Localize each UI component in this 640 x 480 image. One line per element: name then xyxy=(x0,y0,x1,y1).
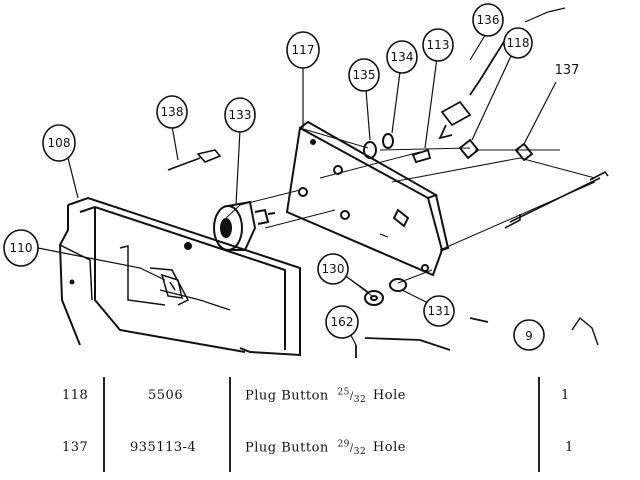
callout-108: 108 xyxy=(42,124,76,162)
plug-button-part-118 xyxy=(458,138,480,160)
callout-label-110: 110 xyxy=(10,241,33,255)
plug-button-part-137 xyxy=(514,142,534,162)
callout-label-138: 138 xyxy=(161,105,184,119)
column-divider xyxy=(229,377,231,472)
table-row: 137 935113-4 Plug Button 29/32 Hole 1 xyxy=(0,430,640,470)
column-divider xyxy=(103,377,105,472)
callout-label-113: 113 xyxy=(427,38,450,52)
callout-label-133: 133 xyxy=(229,108,252,122)
callout-label-118: 118 xyxy=(507,36,530,50)
hook-sketch-part-9 xyxy=(571,316,599,346)
callout-162: 162 xyxy=(325,305,359,339)
control-rod xyxy=(504,170,609,229)
callout-label-9: 9 xyxy=(525,329,533,343)
callout-label-108: 108 xyxy=(48,136,71,150)
callout-138: 138 xyxy=(156,95,188,129)
wire-top-right xyxy=(524,7,566,23)
callout-label-134: 134 xyxy=(391,50,414,64)
ref-number-cell: 137 xyxy=(62,440,89,455)
callout-133: 133 xyxy=(224,97,256,133)
lower-frame-part-162 xyxy=(355,317,489,358)
hole-label: Hole xyxy=(372,440,406,456)
description-text: Plug Button xyxy=(245,440,329,456)
callout-label-135: 135 xyxy=(353,68,376,82)
ref-number-cell: 118 xyxy=(62,388,89,403)
parts-list-table: 118 5506 Plug Button 25/32 Hole 1 137 93… xyxy=(0,360,640,480)
callout-leaders xyxy=(37,31,557,346)
table-row: 118 5506 Plug Button 25/32 Hole 1 xyxy=(0,378,640,418)
fraction-numerator: 29 xyxy=(337,440,350,450)
fraction-denominator: 32 xyxy=(353,447,367,458)
lock-part-136 xyxy=(438,39,506,140)
knob-part-133 xyxy=(213,200,276,251)
callout-134: 134 xyxy=(386,40,418,74)
callout-131: 131 xyxy=(423,295,455,327)
callout-110: 110 xyxy=(3,229,39,267)
washer-part-130 xyxy=(364,290,384,306)
housing-part-108 xyxy=(58,196,301,357)
callout-label-117: 117 xyxy=(292,43,315,57)
column-divider xyxy=(538,377,540,472)
callout-117: 117 xyxy=(286,31,320,69)
washer-part-131 xyxy=(389,278,407,292)
part-number-cell: 935113-4 xyxy=(130,440,197,455)
quantity-cell: 1 xyxy=(561,388,570,403)
mounting-plate-117 xyxy=(285,120,450,277)
washer-part-135 xyxy=(363,141,377,159)
callout-136: 136 xyxy=(472,3,504,37)
description-cell: Plug Button 29/32 Hole xyxy=(245,440,406,457)
callout-137: 137 xyxy=(555,63,580,78)
screw-part-113 xyxy=(411,148,432,164)
assembly-guide-lines xyxy=(225,127,596,297)
callout-113: 113 xyxy=(422,28,454,62)
hole-size-fraction: 25/32 xyxy=(337,388,367,406)
callout-label-131: 131 xyxy=(428,304,451,318)
fraction-numerator: 25 xyxy=(337,388,350,398)
callout-label-137: 137 xyxy=(555,63,580,78)
hole-size-fraction: 29/32 xyxy=(337,440,367,458)
callout-label-136: 136 xyxy=(477,13,500,27)
washer-part-134 xyxy=(382,133,394,149)
quantity-cell: 1 xyxy=(565,440,574,455)
callout-label-130: 130 xyxy=(322,262,345,276)
screw-part-138 xyxy=(167,149,222,171)
exploded-parts-diagram: 108 110 138 133 117 135 134 113 136 118 … xyxy=(3,3,609,358)
fraction-denominator: 32 xyxy=(353,395,367,406)
part-number-cell: 5506 xyxy=(148,388,184,403)
description-text: Plug Button xyxy=(245,388,329,404)
callout-130: 130 xyxy=(317,253,349,285)
callout-118: 118 xyxy=(503,27,533,59)
hole-label: Hole xyxy=(372,388,406,404)
callout-label-162: 162 xyxy=(331,315,354,329)
description-cell: Plug Button 25/32 Hole xyxy=(245,388,406,405)
callout-9: 9 xyxy=(513,319,545,351)
bracket-part-110 xyxy=(160,273,183,299)
callout-135: 135 xyxy=(348,58,380,92)
